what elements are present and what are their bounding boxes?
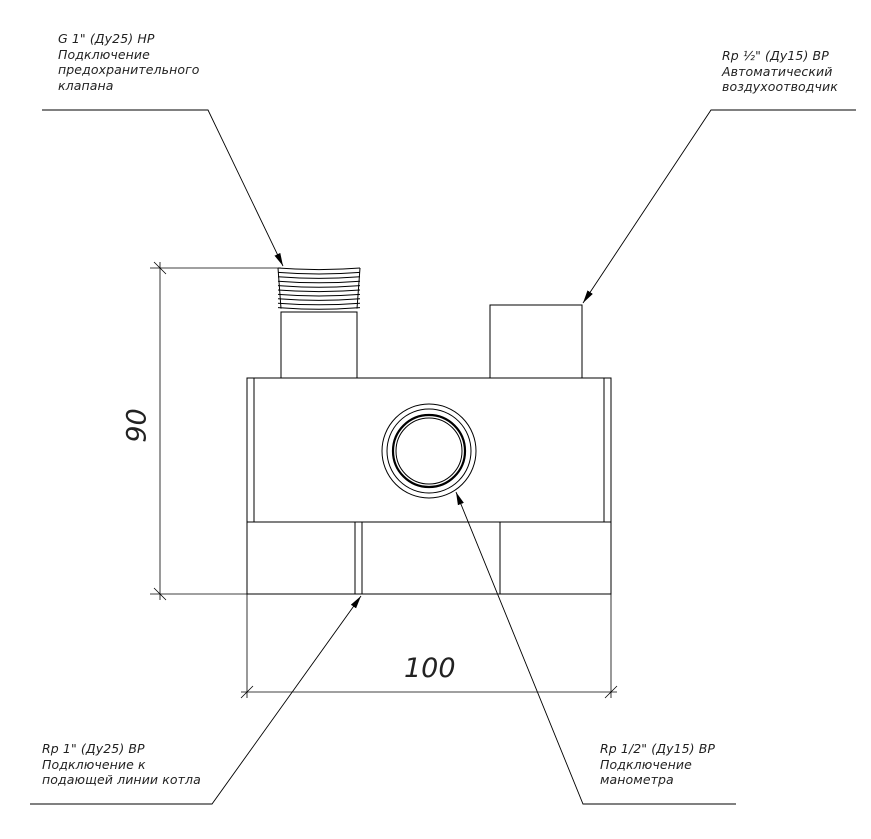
- thread-crest: [277, 271, 361, 275]
- label-safety-valve-line-3: предохранительного: [58, 62, 200, 77]
- dim-90-tick-bottom: [153, 587, 167, 601]
- label-safety-valve-line-2: Подключение: [58, 46, 150, 62]
- thread-crest: [277, 302, 361, 306]
- port-outer-circle: [381, 403, 477, 499]
- dim-100-tick-left: [240, 685, 254, 699]
- port-mid-circle: [386, 408, 472, 494]
- leader-manometer: [455, 491, 736, 805]
- label-boiler-supply-line-1: Rp 1" (Ду25) ВР: [42, 741, 145, 756]
- left-nipple-body: [280, 311, 358, 379]
- thread-crest: [277, 293, 361, 297]
- label-air-vent: Rp ½" (Ду15) ВР Автоматический воздухоот…: [722, 48, 838, 95]
- label-air-vent-line-1: Rp ½" (Ду15) ВР: [722, 48, 829, 63]
- thread-crest: [277, 280, 361, 284]
- label-safety-valve-line-1: G 1" (Ду25) НР: [58, 31, 155, 46]
- leader-safety-valve: [42, 109, 284, 267]
- label-air-vent-line-2: Автоматический: [722, 63, 833, 79]
- dimension-width-value: 100: [404, 653, 456, 684]
- thread-lines: [277, 267, 361, 310]
- label-boiler-supply-line-3: подающей линии котла: [42, 772, 201, 787]
- leader-boiler-supply: [30, 595, 362, 805]
- label-boiler-supply: Rp 1" (Ду25) ВР Подключение к подающей л…: [42, 741, 201, 788]
- port-inner-circle: [391, 413, 467, 489]
- thread-crest: [277, 285, 361, 288]
- label-manometer: Rp 1/2" (Ду15) ВР Подключение манометра: [600, 741, 715, 788]
- bottom-outlet-outline: [354, 521, 501, 595]
- right-nipple-body: [489, 304, 583, 379]
- label-manometer-line-2: Подключение: [600, 756, 692, 772]
- dim-90-tick-top: [153, 261, 167, 275]
- port-thread-circle: [395, 417, 463, 485]
- label-boiler-supply-line-2: Подключение к: [42, 756, 146, 772]
- thread-side-line: [356, 267, 361, 309]
- thread-crest: [277, 267, 361, 271]
- label-air-vent-line-3: воздухоотводчик: [722, 79, 838, 94]
- label-safety-valve: G 1" (Ду25) НР Подключение предохранител…: [58, 31, 200, 93]
- dimension-height-value: 90: [121, 408, 153, 443]
- dim-100-tick-right: [604, 685, 618, 699]
- lower-block-outline: [246, 522, 612, 595]
- thread-side-line: [277, 267, 282, 309]
- label-manometer-line-1: Rp 1/2" (Ду15) ВР: [600, 741, 716, 756]
- label-manometer-line-3: манометра: [600, 772, 674, 787]
- leader-air-vent: [582, 109, 856, 304]
- label-safety-valve-line-4: клапана: [58, 77, 114, 93]
- thread-crest: [277, 298, 361, 301]
- thread-crest: [277, 276, 361, 279]
- thread-crest: [277, 289, 361, 293]
- thread-crest: [277, 307, 361, 310]
- body-outline: [246, 377, 612, 523]
